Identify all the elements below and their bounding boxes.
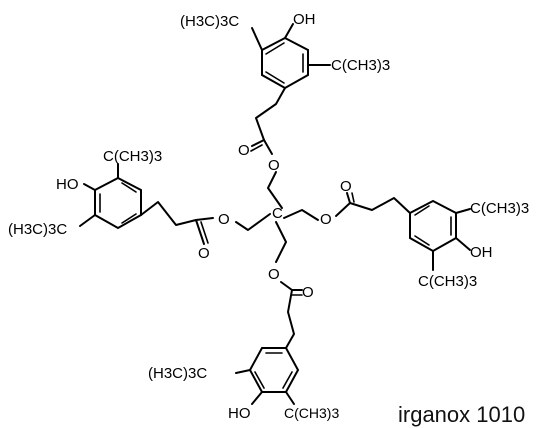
left-tbu-bottom-bond [79, 214, 96, 227]
right-phenol-ring [409, 199, 457, 253]
top-arm [250, 23, 331, 209]
top-ester-o-label: O [268, 157, 280, 174]
right-carbonyl-bond [346, 192, 351, 204]
right-tbu-top-bond [455, 208, 471, 214]
bottom-phenol-ring [248, 347, 300, 393]
top-ester-bond [263, 139, 273, 155]
bottom-ring-double-bond [254, 371, 265, 389]
left-oxymethylene [235, 213, 271, 231]
left-oh-bond [83, 183, 96, 191]
right-ring-double-bond [414, 235, 430, 246]
right-oxymethylene [283, 209, 319, 221]
right-oh-label: OH [470, 244, 493, 261]
left-ester-bond [195, 217, 214, 221]
right-ester-o-label: O [320, 211, 332, 228]
top-ring-double-bond [265, 42, 285, 55]
left-ring-double-bond [121, 213, 137, 224]
caption-label: irganox 1010 [398, 402, 525, 427]
top-tbu-left-bond [251, 27, 263, 51]
right-arm [283, 192, 471, 271]
bottom-ester-o-label: O [268, 266, 280, 283]
bottom-carbonyl-o-label: O [302, 284, 314, 301]
left-carbonyl-bond [195, 219, 205, 245]
bottom-tbu-left-label: (H3C)3C [148, 365, 207, 382]
bottom-tbu-right-label: C(CH3)3 [284, 405, 339, 421]
left-carbonyl-double [200, 221, 209, 244]
top-ring-double-bond [265, 71, 285, 84]
left-phenol-ring [94, 176, 142, 230]
left-oh-label: HO [56, 176, 79, 193]
top-tbu-right-label: C(CH3)3 [331, 57, 390, 74]
right-ring-double-bond [414, 205, 430, 216]
left-tbu-bottom-label: (H3C)3C [8, 221, 67, 238]
top-oh-label: OH [293, 11, 316, 28]
top-oxymethylene [267, 171, 283, 209]
right-oh-bond [455, 237, 471, 251]
bottom-ester-bond [280, 281, 293, 291]
bottom-oh-label: HO [228, 405, 251, 422]
bottom-tbu-right-bond [285, 391, 295, 405]
left-carbonyl-o-label: O [198, 245, 210, 262]
center-carbon-label: C [272, 205, 283, 222]
bottom-tbu-left-bond [235, 369, 251, 374]
top-carbonyl-o-label: O [238, 142, 250, 159]
right-tbu-top-label: C(CH3)3 [470, 200, 529, 217]
top-carbonyl-double [250, 144, 263, 152]
top-oh-bond [284, 23, 294, 39]
left-tbu-top-label: C(CH3)3 [103, 148, 162, 165]
bottom-propanoate-chain [285, 289, 295, 349]
bottom-ring-double-bond [282, 371, 293, 389]
right-propanoate-chain [349, 197, 411, 214]
left-propanoate-chain [140, 201, 197, 226]
bottom-arm [235, 221, 303, 405]
right-carbonyl-o-label: O [340, 178, 352, 195]
left-ester-o-label: O [218, 211, 230, 228]
right-tbu-bottom-label: C(CH3)3 [418, 273, 477, 290]
left-ring-double-bond [121, 182, 137, 193]
bottom-oxymethylene [275, 221, 287, 263]
top-phenol-ring [261, 36, 309, 90]
top-carbonyl-bond [251, 139, 265, 147]
bottom-oh-bond [251, 391, 263, 405]
right-ester-bond [335, 202, 351, 217]
left-arm [79, 163, 271, 245]
right-carbonyl-double [351, 192, 355, 203]
top-propanoate-chain [255, 87, 286, 141]
top-tbu-left-label: (H3C)3C [180, 13, 239, 30]
